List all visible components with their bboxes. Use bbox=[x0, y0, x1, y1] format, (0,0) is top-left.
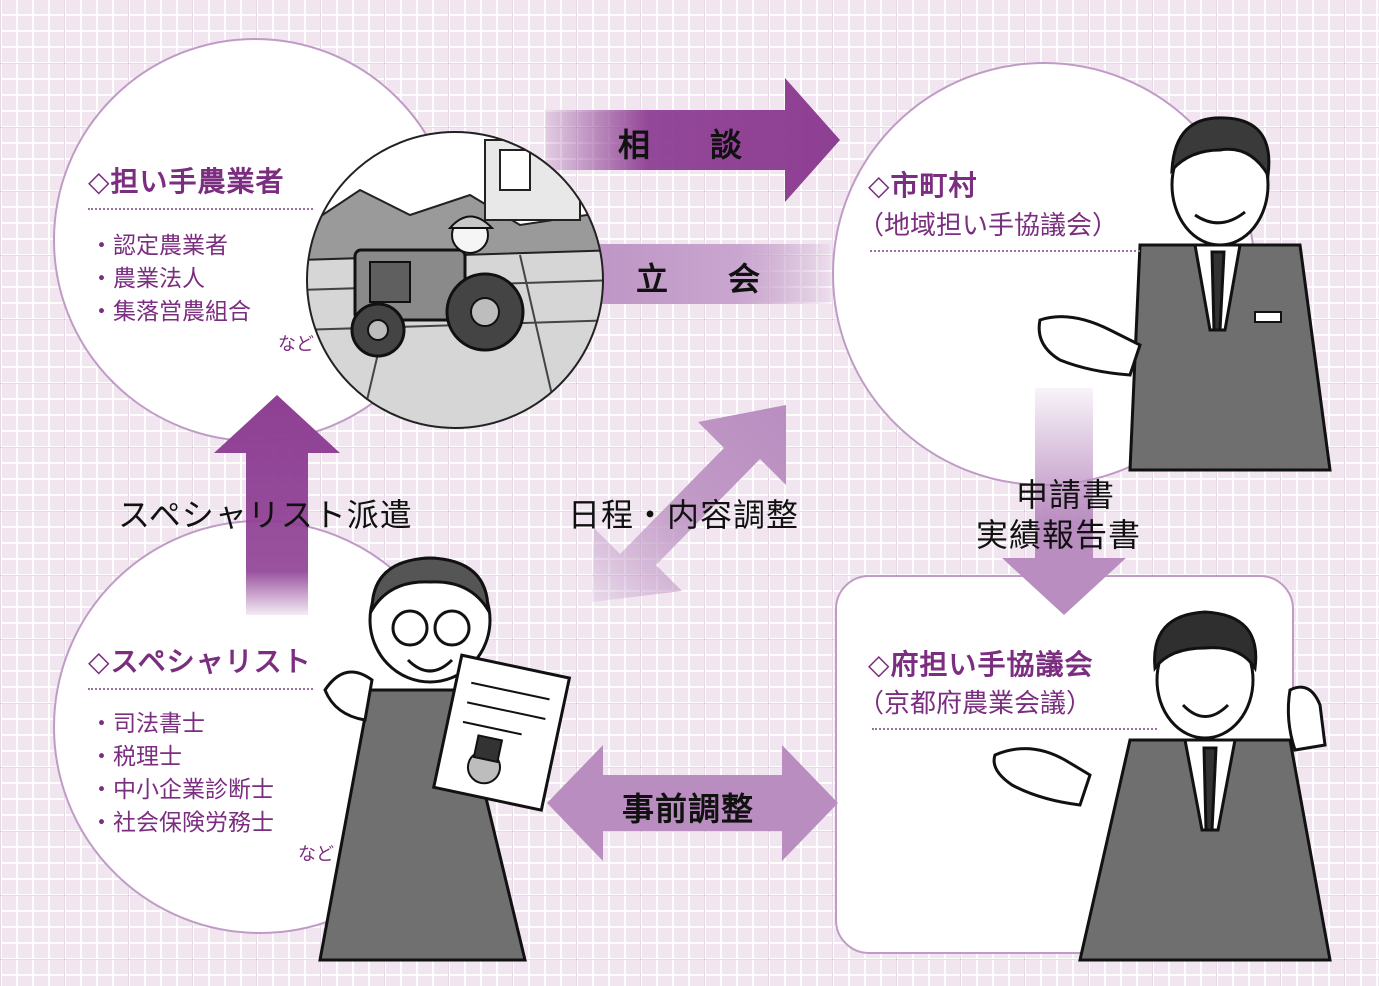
prefecture-title: ◇府担い手協議会 bbox=[868, 648, 1094, 681]
list-item: 認定農業者 bbox=[90, 230, 251, 263]
municipality-divider bbox=[870, 250, 1140, 252]
farmer-list: 認定農業者 農業法人 集落営農組合 bbox=[90, 230, 251, 329]
attend-label: 立 会 bbox=[636, 260, 775, 298]
application-arrow bbox=[1002, 388, 1126, 615]
application-label-line1: 申請書 bbox=[1016, 476, 1116, 514]
farm-tractor-illustration bbox=[306, 131, 604, 429]
consult-arrow bbox=[545, 78, 840, 202]
consult-label: 相 談 bbox=[618, 126, 757, 164]
dispatch-label: スペシャリスト派遣 bbox=[118, 496, 413, 534]
dispatch-arrow bbox=[214, 395, 340, 615]
prefecture-man-illustration bbox=[992, 610, 1332, 962]
pre-adjust-arrow bbox=[547, 745, 838, 861]
farmer-divider bbox=[88, 208, 313, 210]
farmer-etc: など bbox=[278, 334, 314, 355]
list-item: 税理士 bbox=[90, 741, 274, 774]
specialist-divider bbox=[88, 688, 313, 690]
application-label-line2: 実績報告書 bbox=[976, 516, 1142, 554]
attend-arrow bbox=[528, 214, 830, 334]
farmer-title: ◇担い手農業者 bbox=[88, 165, 285, 198]
specialist-list: 司法書士 税理士 中小企業診断士 社会保険労務士 bbox=[90, 708, 274, 840]
specialist-etc: など bbox=[298, 844, 334, 865]
specialist-title: ◇スペシャリスト bbox=[88, 645, 312, 678]
specialist-man-illustration bbox=[318, 556, 572, 962]
schedule-label: 日程・内容調整 bbox=[568, 496, 800, 534]
list-item: 中小企業診断士 bbox=[90, 774, 274, 807]
pre-adjust-label: 事前調整 bbox=[622, 790, 755, 828]
municipality-title: ◇市町村 bbox=[868, 169, 978, 202]
municipality-man-illustration bbox=[1037, 116, 1332, 472]
list-item: 農業法人 bbox=[90, 263, 251, 296]
list-item: 司法書士 bbox=[90, 708, 274, 741]
municipality-subtitle: （地域担い手協議会） bbox=[858, 211, 1119, 241]
schedule-arrow bbox=[592, 405, 786, 602]
list-item: 集落営農組合 bbox=[90, 296, 251, 329]
prefecture-subtitle: （京都府農業会議） bbox=[858, 689, 1093, 719]
list-item: 社会保険労務士 bbox=[90, 807, 274, 840]
prefecture-divider bbox=[872, 728, 1157, 730]
